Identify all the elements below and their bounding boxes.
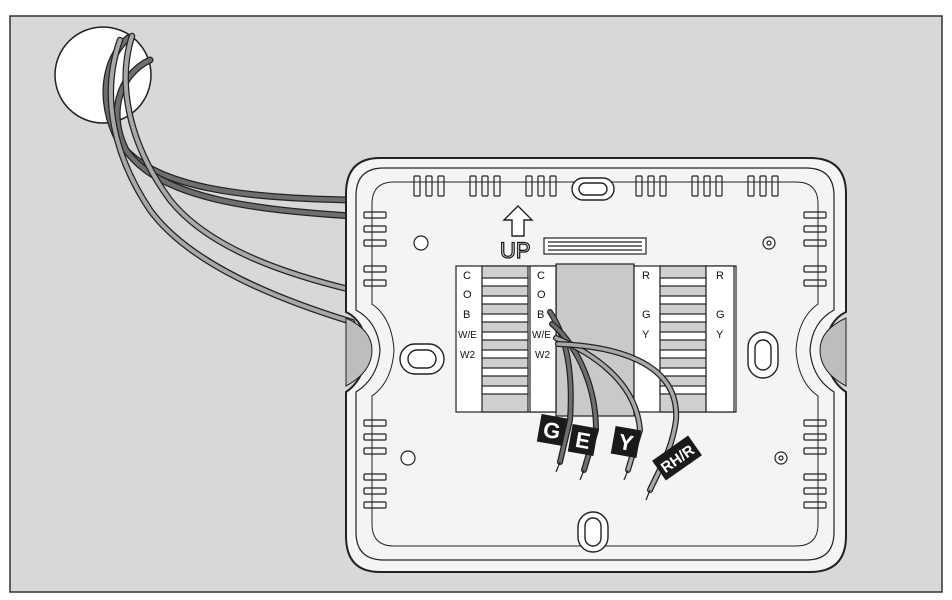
wire-tag-e: E <box>567 423 599 457</box>
terminal-labels-left-inner: C O B W/E W2 <box>532 270 551 361</box>
side-vent-slots <box>363 211 827 509</box>
up-label: UP <box>500 238 531 263</box>
terminal-labels-right-outer: R G Y <box>716 270 725 341</box>
terminal-label: C <box>537 270 545 282</box>
level-connector <box>543 237 647 255</box>
terminal-label: W2 <box>460 350 475 361</box>
terminal-label: B <box>463 309 470 321</box>
wire-tag-text: E <box>574 427 593 454</box>
wall-hole <box>54 26 152 124</box>
terminal-label: G <box>716 309 725 321</box>
terminal-label: W2 <box>535 350 550 361</box>
mounting-slots <box>399 177 779 553</box>
side-notches <box>345 317 847 387</box>
wall-wires <box>102 32 356 326</box>
terminal-label: R <box>716 270 724 282</box>
terminal-label: W/E <box>458 330 477 341</box>
wire-tag-text: G <box>541 417 562 445</box>
terminal-label: W/E <box>532 330 551 341</box>
wire-tag-g: G <box>536 413 568 447</box>
wire-tag-y: Y <box>610 425 642 459</box>
terminal-label: Y <box>642 329 650 341</box>
stripped-wire-ends <box>555 461 651 501</box>
top-vent-slots <box>413 175 779 197</box>
up-arrow-icon <box>502 205 534 237</box>
terminal-label: Y <box>716 329 724 341</box>
left-terminal-block <box>455 265 557 413</box>
terminal-label: C <box>463 270 471 282</box>
terminal-labels-left-outer: C O B W/E W2 <box>458 270 477 361</box>
terminal-label: O <box>463 289 472 301</box>
terminal-label: G <box>642 309 651 321</box>
terminal-label: R <box>642 270 650 282</box>
terminal-labels-right-inner: R G Y <box>642 270 651 341</box>
terminal-label: O <box>537 289 546 301</box>
screw-holes <box>400 235 788 466</box>
wire-tag-text: Y <box>617 429 636 456</box>
terminal-label: B <box>537 309 544 321</box>
